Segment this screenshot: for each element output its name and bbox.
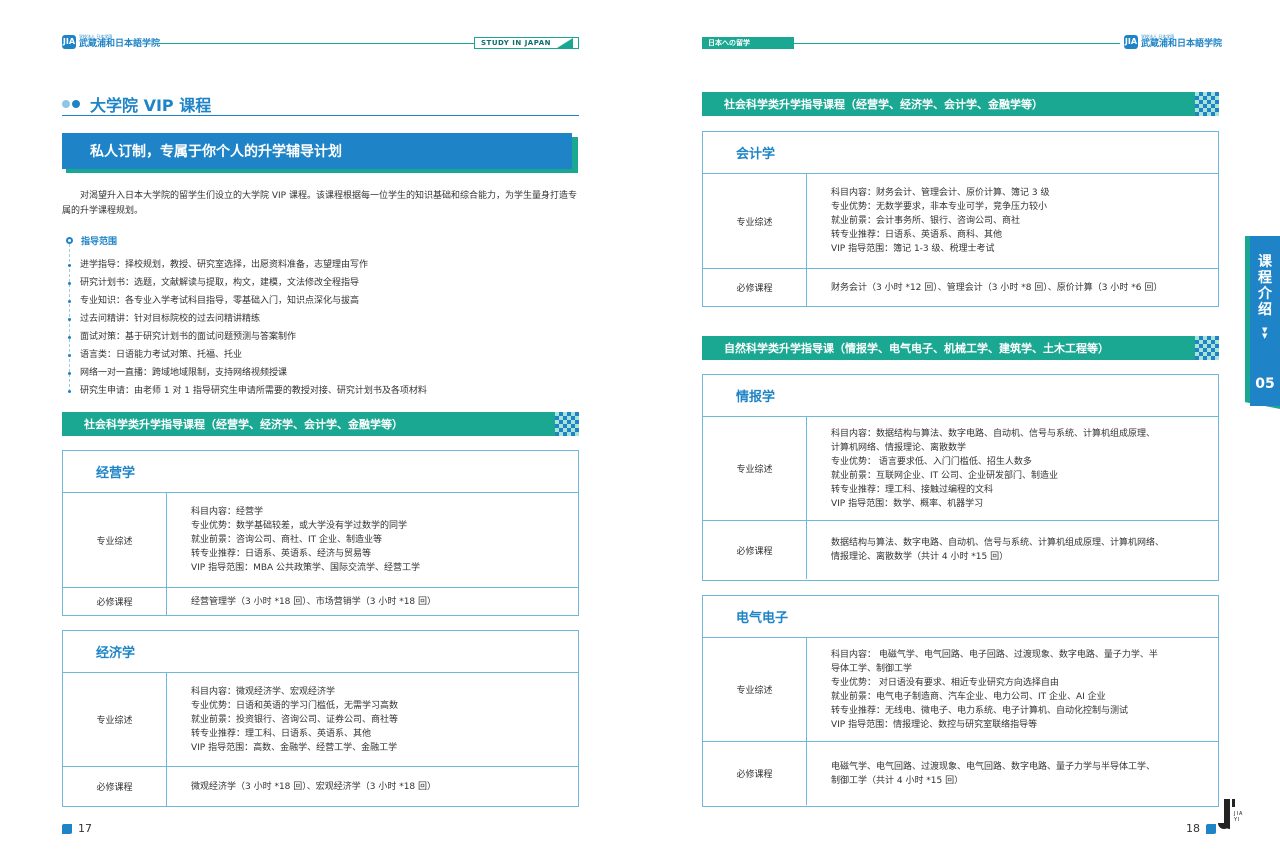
checker-icon bbox=[555, 412, 579, 436]
row-content: 电磁气学、电气回路、过渡现象、电气回路、数字电路、量子力学与半导体工学、 制御工… bbox=[831, 761, 1156, 786]
category-band: 社会科学类升学指导课程（经营学、经济学、会计学、金融学等） bbox=[702, 92, 1195, 116]
intro-paragraph: 对渴望升入日本大学院的留学生们设立的大学院 VIP 课程。该课程根据每一位学生的… bbox=[62, 191, 577, 216]
range-list: 进学指导：择校规划，教授、研究室选择，出愿资料准备，志望理由写作 研究计划书：选… bbox=[68, 256, 427, 400]
japan-study-badge: 日本への留学 bbox=[702, 37, 794, 49]
course-title: 经济学 bbox=[63, 631, 578, 673]
header-line bbox=[794, 43, 1120, 44]
chapter-number: 05 bbox=[1255, 376, 1275, 392]
row-label: 必修课程 bbox=[63, 767, 167, 806]
ring-icon bbox=[66, 237, 73, 244]
course-table: 经营学 专业综述 科目内容：经营学 专业优势：数学基础较差，或大学没有学过数学的… bbox=[62, 450, 579, 616]
course-title: 经营学 bbox=[63, 451, 578, 493]
right-page: 日本への留学 JIA 学校法人 日本学園 武蔵浦和日本語学院 社会科学类升学指导… bbox=[640, 0, 1280, 868]
row-label: 必修课程 bbox=[63, 588, 167, 615]
checker-icon bbox=[1195, 92, 1219, 116]
row-label: 专业综述 bbox=[703, 638, 807, 741]
list-item: 网络一对一直播：跨域地域限制，支持网络视频授课 bbox=[68, 364, 427, 382]
table-row: 必修课程 微观经济学（3 小时 *18 回）、宏观经济学（3 小时 *18 回） bbox=[63, 767, 578, 806]
list-item: 语言类：日语能力考试对策、托福、托业 bbox=[68, 346, 427, 364]
logo-mark: JIA bbox=[62, 34, 76, 49]
list-item: 研究计划书：选题，文献解读与提取，构文，建模，文法修改全程指导 bbox=[68, 274, 427, 292]
row-content: 科目内容：数据结构与算法、数字电路、自动机、信号与系统、计算机组成原理、 计算机… bbox=[831, 428, 1156, 509]
list-item: 进学指导：择校规划，教授、研究室选择，出愿资料准备，志望理由写作 bbox=[68, 256, 427, 274]
row-content: 科目内容：财务会计、管理会计、原价计算、簿记 3 级 专业优势：无数学要求，非本… bbox=[831, 188, 1050, 254]
table-row: 必修课程 电磁气学、电气回路、过渡现象、电气回路、数字电路、量子力学与半导体工学… bbox=[703, 742, 1218, 805]
section-divider bbox=[62, 115, 579, 116]
section-title: 大学院 VIP 课程 bbox=[62, 92, 211, 116]
category-band: 社会科学类升学指导课程（经营学、经济学、会计学、金融学等） bbox=[62, 412, 555, 436]
row-content: 科目内容：经营学 专业优势：数学基础较差，或大学没有学过数学的同学 就业前景：咨… bbox=[191, 507, 421, 573]
square-icon bbox=[62, 823, 72, 834]
table-row: 必修课程 财务会计（3 小时 *12 回）、管理会计（3 小时 *8 回）、原价… bbox=[703, 269, 1218, 306]
course-table: 会计学 专业综述 科目内容：财务会计、管理会计、原价计算、簿记 3 级 专业优势… bbox=[702, 131, 1219, 307]
side-tab bbox=[1250, 236, 1280, 406]
list-item: 专业知识：各专业入学考试科目指导，零基础入门，知识点深化与拔高 bbox=[68, 292, 427, 310]
row-content: 微观经济学（3 小时 *18 回）、宏观经济学（3 小时 *18 回） bbox=[191, 781, 437, 792]
category-band: 自然科学类升学指导课（情报学、电气电子、机械工学、建筑学、土木工程等） bbox=[702, 336, 1195, 360]
course-table: 情报学 专业综述 科目内容：数据结构与算法、数字电路、自动机、信号与系统、计算机… bbox=[702, 374, 1219, 581]
row-label: 必修课程 bbox=[703, 742, 807, 805]
table-row: 必修课程 经营管理学（3 小时 *18 回）、市场营销学（3 小时 *18 回） bbox=[63, 588, 578, 615]
banner: 私人订制，专属于你个人的升学辅导计划 bbox=[62, 133, 572, 169]
row-label: 专业综述 bbox=[63, 493, 167, 587]
jiayi-logo: JIA YI bbox=[1218, 797, 1248, 837]
left-page: JIA 学校法人 日本学園 武蔵浦和日本語学院 STUDY IN JAPAN 大… bbox=[62, 34, 579, 835]
logo-mark: JIA bbox=[1124, 34, 1138, 49]
table-row: 专业综述 科目内容：数据结构与算法、数字电路、自动机、信号与系统、计算机组成原理… bbox=[703, 417, 1218, 521]
square-icon bbox=[1206, 823, 1216, 834]
table-row: 专业综述 科目内容：经营学 专业优势：数学基础较差，或大学没有学过数学的同学 就… bbox=[63, 493, 578, 588]
header-line bbox=[158, 43, 474, 44]
row-content: 财务会计（3 小时 *12 回）、管理会计（3 小时 *8 回）、原价计算（3 … bbox=[831, 282, 1163, 293]
study-in-japan-badge: STUDY IN JAPAN bbox=[474, 37, 579, 49]
school-logo: JIA 学校法人 日本学園 武蔵浦和日本語学院 bbox=[62, 34, 160, 49]
page-number: 17 bbox=[62, 822, 92, 835]
list-item: 过去问精讲：针对目标院校的过去问精讲精练 bbox=[68, 310, 427, 328]
course-table: 电气电子 专业综述 科目内容： 电磁气学、电气回路、电子回路、过渡现象、数字电路… bbox=[702, 595, 1219, 807]
logo-subtitle: 学校法人 日本学園 bbox=[1141, 34, 1175, 39]
row-content: 数据结构与算法、数字电路、自动机、信号与系统、计算机组成原理、计算机网络、 情报… bbox=[831, 538, 1165, 562]
course-title: 电气电子 bbox=[703, 596, 1218, 638]
table-row: 必修课程 数据结构与算法、数字电路、自动机、信号与系统、计算机组成原理、计算机网… bbox=[703, 521, 1218, 579]
school-logo: JIA 学校法人 日本学園 武蔵浦和日本語学院 bbox=[1124, 34, 1222, 49]
row-label: 专业综述 bbox=[63, 673, 167, 766]
logo-title: 武蔵浦和日本語学院 bbox=[79, 39, 161, 49]
table-row: 专业综述 科目内容：微观经济学、宏观经济学 专业优势：日语和英语的学习门槛低，无… bbox=[63, 673, 578, 767]
side-tab-label: 课 程 介 绍 bbox=[1258, 254, 1272, 318]
table-row: 专业综述 科目内容：财务会计、管理会计、原价计算、簿记 3 级 专业优势：无数学… bbox=[703, 174, 1218, 269]
chevron-down-icon: ▼▼ bbox=[1262, 326, 1268, 340]
page-number: 18 bbox=[1186, 822, 1216, 835]
row-content: 经营管理学（3 小时 *18 回）、市场营销学（3 小时 *18 回） bbox=[191, 596, 437, 607]
table-row: 专业综述 科目内容： 电磁气学、电气回路、电子回路、过渡现象、数字电路、量子力学… bbox=[703, 638, 1218, 742]
range-title: 指导范围 bbox=[66, 234, 117, 247]
logo-title: 武蔵浦和日本語学院 bbox=[1141, 39, 1223, 49]
list-item: 研究生申请：由老师 1 对 1 指导研究生申请所需要的教授对接、研究计划书及各项… bbox=[68, 382, 427, 400]
row-content: 科目内容：微观经济学、宏观经济学 专业优势：日语和英语的学习门槛低，无需学习高数… bbox=[191, 686, 399, 753]
course-title: 情报学 bbox=[703, 375, 1218, 417]
logo-subtitle: 学校法人 日本学園 bbox=[79, 34, 113, 39]
row-content: 科目内容： 电磁气学、电气回路、电子回路、过渡现象、数字电路、量子力学、半 导体… bbox=[831, 649, 1158, 730]
row-label: 必修课程 bbox=[703, 269, 807, 306]
course-title: 会计学 bbox=[703, 132, 1218, 174]
dots-icon bbox=[62, 100, 80, 108]
row-label: 专业综述 bbox=[703, 174, 807, 268]
row-label: 专业综述 bbox=[703, 417, 807, 520]
row-label: 必修课程 bbox=[703, 521, 807, 579]
list-item: 面试对策：基于研究计划书的面试问题预测与答案制作 bbox=[68, 328, 427, 346]
checker-icon bbox=[1195, 336, 1219, 360]
course-table: 经济学 专业综述 科目内容：微观经济学、宏观经济学 专业优势：日语和英语的学习门… bbox=[62, 630, 579, 807]
